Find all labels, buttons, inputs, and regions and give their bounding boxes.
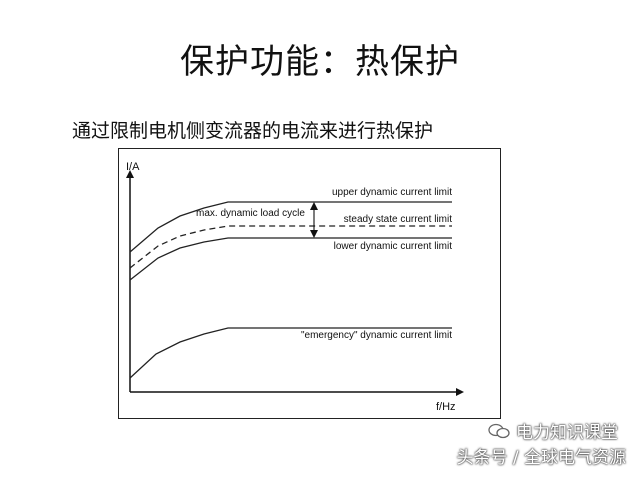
diagram-frame <box>118 148 501 419</box>
annotation-load-cycle: max. dynamic load cycle <box>196 208 305 219</box>
emergency-limit-curve <box>129 327 452 379</box>
watermark: 电力知识课堂 头条号 / 全球电气资源 <box>406 418 626 468</box>
slide-subtitle: 通过限制电机侧变流器的电流来进行热保护 <box>72 120 434 142</box>
label-emergency-limit: "emergency" dynamic current limit <box>301 330 452 341</box>
slide-title: 保护功能：热保护 <box>180 42 460 82</box>
label-steady-state: steady state current limit <box>344 214 453 225</box>
diagram-svg: I/A f/Hz max. dynamic load cycle upper d… <box>118 148 501 419</box>
load-cycle-arrow-up <box>310 202 318 210</box>
chat-bubbles-icon <box>488 423 510 438</box>
x-axis-label: f/Hz <box>436 401 456 413</box>
watermark-channel: 电力知识课堂 <box>516 423 618 443</box>
current-limit-diagram: I/A f/Hz max. dynamic load cycle upper d… <box>118 148 502 420</box>
watermark-source: 头条号 / 全球电气资源 <box>456 448 626 468</box>
y-axis-label: I/A <box>126 161 140 173</box>
steady-state-curve <box>129 225 452 269</box>
label-lower-limit: lower dynamic current limit <box>334 241 453 252</box>
load-cycle-arrow-down <box>310 230 318 238</box>
lower-limit-curve <box>129 237 452 281</box>
upper-limit-curve <box>129 201 452 253</box>
label-upper-limit: upper dynamic current limit <box>332 187 452 198</box>
